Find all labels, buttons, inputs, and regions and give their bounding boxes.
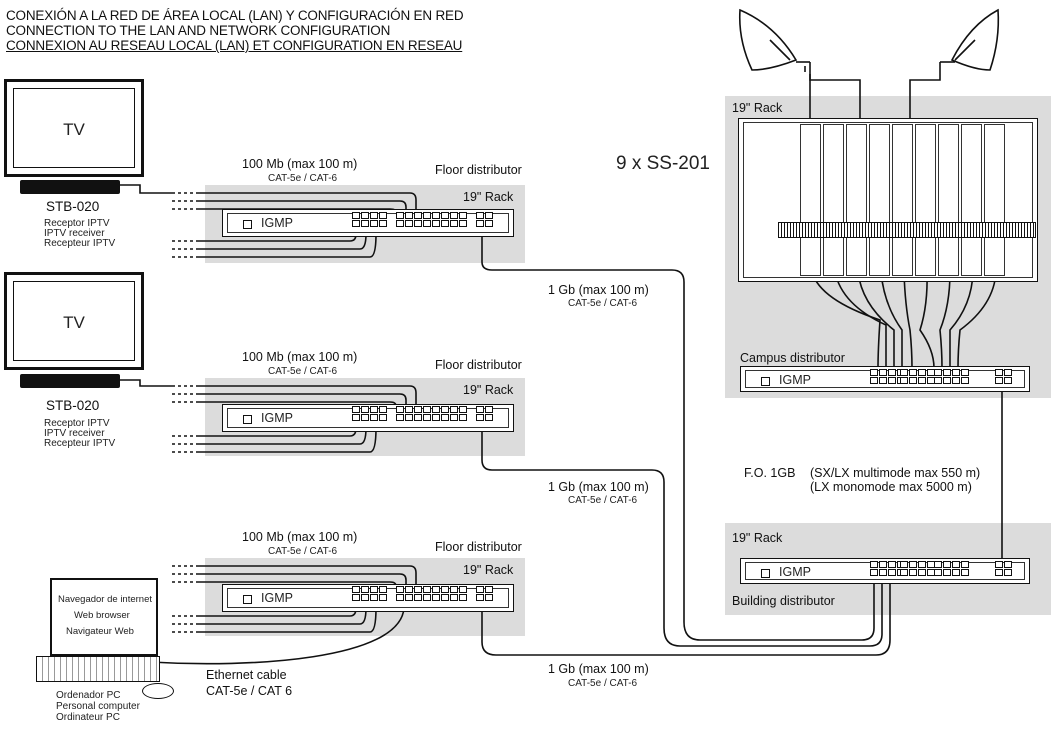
uplink-2-cable: CAT-5e / CAT-6: [568, 495, 638, 506]
ss-201-module: [823, 124, 844, 276]
floor-2-speed: 100 Mb (max 100 m): [242, 350, 358, 364]
ss-201-module: [984, 124, 1005, 276]
floor-3-igmp: IGMP: [261, 591, 293, 605]
floor-1-distributor: Floor distributor: [435, 163, 522, 177]
pc-mouse: [142, 683, 174, 699]
tv-1: TV: [4, 79, 144, 177]
building-rack: 19" Rack: [732, 531, 783, 545]
uplink-1-speed: 1 Gb (max 100 m): [548, 283, 649, 297]
floor-2-port-group-c: [432, 406, 467, 421]
pc-keyboard: [36, 656, 160, 682]
headend-output-cables: [811, 271, 997, 369]
pc-screen: Navegador de internet Web browser Naviga…: [50, 578, 158, 656]
tv-2-label: TV: [63, 313, 85, 332]
title-line-1: CONEXIÓN A LA RED DE ÁREA LOCAL (LAN) Y …: [6, 8, 464, 23]
floor-3-speed: 100 Mb (max 100 m): [242, 530, 358, 544]
ss-201-module: [915, 124, 936, 276]
campus-uplink-ports: [995, 369, 1012, 384]
ss-201-module: [869, 124, 890, 276]
pc-desc-fr: Ordinateur PC: [56, 712, 120, 723]
floor-1-rack: 19" Rack: [463, 190, 514, 204]
stb-1-desc-fr: Recepteur IPTV: [44, 238, 116, 249]
floor-1-igmp: IGMP: [261, 216, 293, 230]
headend-rack: 19" Rack: [732, 101, 783, 115]
tv-2: TV: [4, 272, 144, 370]
stb-2-model: STB-020: [46, 398, 100, 413]
floor-3-rack: 19" Rack: [463, 563, 514, 577]
stb-1-device: [20, 180, 120, 194]
floor-3-port-group-a: [352, 586, 387, 601]
uplink-floor-3: [481, 580, 891, 656]
floor-3-port-group-b: [396, 586, 431, 601]
fiber-multimode: (SX/LX multimode max 550 m): [810, 466, 981, 480]
pc-screen-es: Navegador de internet: [58, 594, 153, 605]
floor-1-cable: CAT-5e / CAT-6: [268, 173, 338, 184]
floor-2-rack: 19" Rack: [463, 383, 514, 397]
building-uplink-ports: [995, 561, 1012, 576]
stb-1-model: STB-020: [46, 199, 100, 214]
ss-201-module: [892, 124, 913, 276]
ss-201-module: [938, 124, 959, 276]
title-line-2: CONNECTION TO THE LAN AND NETWORK CONFIG…: [6, 23, 391, 38]
uplink-floor-2: [481, 428, 883, 647]
ss-201-module: [800, 124, 821, 276]
floor-1-port-group-a: [352, 212, 387, 227]
headend-bus: [778, 222, 1036, 238]
building-distributor-label: Building distributor: [732, 594, 835, 608]
uplink-1-cable: CAT-5e / CAT-6: [568, 298, 638, 309]
ss-201-module: [961, 124, 982, 276]
campus-distributor-label: Campus distributor: [740, 351, 845, 365]
uplink-3-speed: 1 Gb (max 100 m): [548, 662, 649, 676]
floor-1-speed: 100 Mb (max 100 m): [242, 157, 358, 171]
floor-2-uplink-ports: [476, 406, 493, 421]
floor-3-cable: CAT-5e / CAT-6: [268, 546, 338, 557]
antenna-left: [738, 8, 811, 130]
ethernet-cable-label: Ethernet cable: [206, 668, 287, 682]
stb-1-desc-en: IPTV receiver: [44, 228, 105, 239]
uplink-3-cable: CAT-5e / CAT-6: [568, 678, 638, 689]
antenna-right: [909, 8, 1000, 130]
floor-2-port-group-a: [352, 406, 387, 421]
pc-screen-fr: Navigateur Web: [66, 626, 134, 637]
stb-2-desc-fr: Recepteur IPTV: [44, 438, 116, 449]
campus-igmp: IGMP: [779, 373, 811, 387]
floor-3-distributor: Floor distributor: [435, 540, 522, 554]
floor-3-uplink-ports: [476, 586, 493, 601]
floor-1-port-group-c: [432, 212, 467, 227]
title-line-3: CONNEXION AU RESEAU LOCAL (LAN) ET CONFI…: [6, 38, 463, 53]
stb-2-desc-es: Receptor IPTV: [44, 418, 110, 429]
pc-screen-en: Web browser: [74, 610, 130, 621]
floor-2-distributor: Floor distributor: [435, 358, 522, 372]
stb-2-device: [20, 374, 120, 388]
floor-2-cable: CAT-5e / CAT-6: [268, 366, 338, 377]
pc-desc-en: Personal computer: [56, 701, 140, 712]
tv-1-label: TV: [63, 120, 85, 139]
uplink-floor-1: [481, 232, 875, 641]
floor-2-port-group-b: [396, 406, 431, 421]
ss-201-module: [846, 124, 867, 276]
fiber-link: [1001, 388, 1005, 567]
stb-2-desc-en: IPTV receiver: [44, 428, 105, 439]
headend-count: 9 x SS-201: [616, 153, 710, 174]
fiber-monomode: (LX monomode max 5000 m): [810, 480, 972, 494]
ethernet-cable-type: CAT-5e / CAT 6: [206, 684, 293, 698]
fiber-label: F.O. 1GB: [744, 466, 796, 480]
building-port-group-b: [900, 561, 935, 576]
pc-desc-es: Ordenador PC: [56, 690, 121, 701]
campus-port-group-b: [900, 369, 935, 384]
floor-3-port-group-c: [432, 586, 467, 601]
floor-2-igmp: IGMP: [261, 411, 293, 425]
uplink-2-speed: 1 Gb (max 100 m): [548, 480, 649, 494]
pc-ethernet-cable: [149, 607, 405, 665]
campus-port-group-c: [934, 369, 969, 384]
floor-1-uplink-ports: [476, 212, 493, 227]
stb-1-desc-es: Receptor IPTV: [44, 218, 110, 229]
building-port-group-c: [934, 561, 969, 576]
building-igmp: IGMP: [779, 565, 811, 579]
floor-1-port-group-b: [396, 212, 431, 227]
